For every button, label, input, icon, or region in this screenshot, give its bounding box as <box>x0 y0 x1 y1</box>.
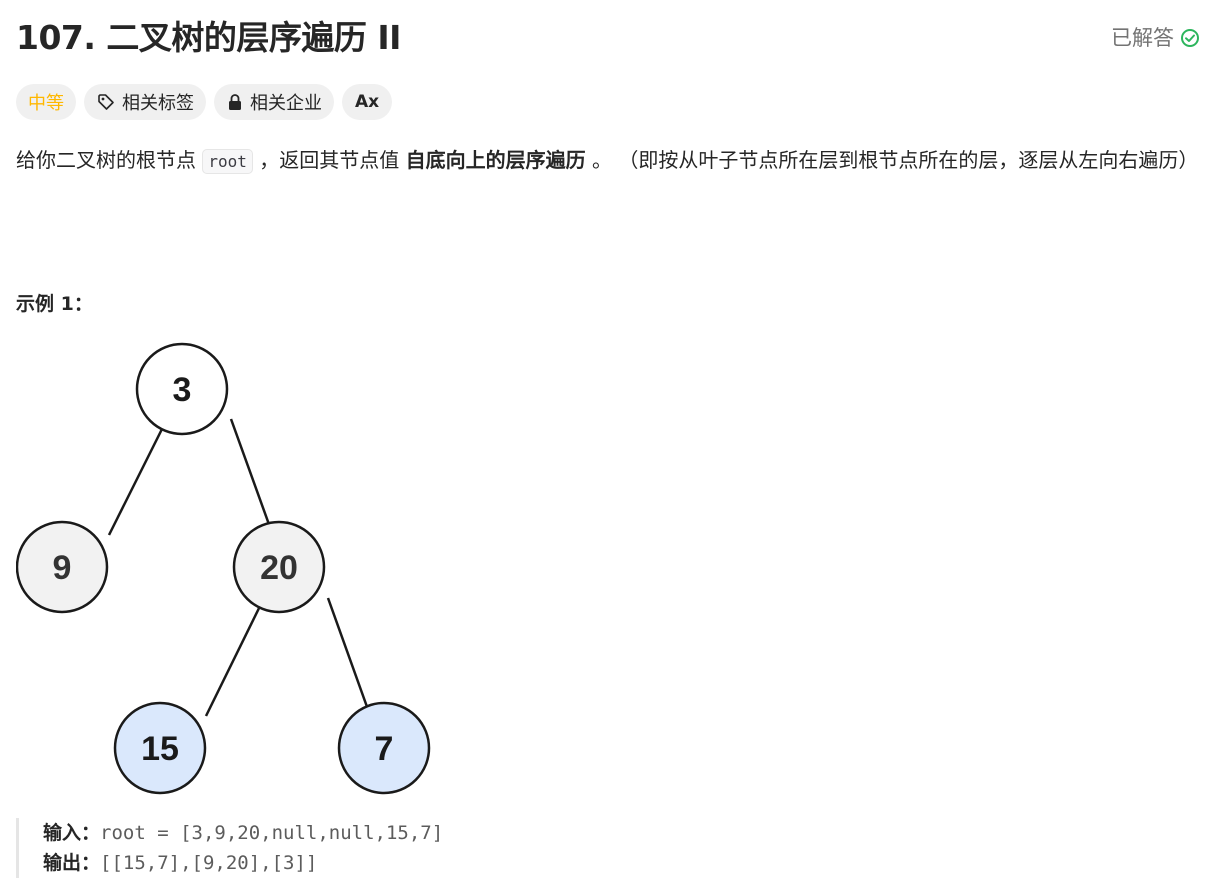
problem-description: 给你二叉树的根节点 root ，返回其节点值 自底向上的层序遍历 。 （即按从叶… <box>16 145 1200 177</box>
desc-text-2: ，返回其节点值 <box>252 148 406 172</box>
difficulty-badge: 中等 <box>16 84 76 120</box>
output-label: 输出： <box>43 852 101 874</box>
example-label: 示例 1： <box>16 293 93 315</box>
node-20 <box>232 520 326 614</box>
related-companies-button[interactable]: 相关企业 <box>214 84 334 120</box>
node-7 <box>337 701 431 795</box>
node-9 <box>16 520 109 614</box>
solved-status: 已解答 <box>1111 24 1200 52</box>
translate-icon: Ax <box>355 92 380 112</box>
related-companies-label: 相关企业 <box>250 93 322 114</box>
node-label-3: 3 <box>173 371 192 409</box>
check-circle-icon <box>1180 28 1200 48</box>
input-label: 输入： <box>43 822 101 844</box>
solved-label: 已解答 <box>1111 26 1174 50</box>
desc-bold: 自底向上的层序遍历 <box>405 148 586 172</box>
example-io-block: 输入：root = [3,9,20,null,null,15,7] 输出：[[1… <box>16 818 716 878</box>
desc-text-1: 给你二叉树的根节点 <box>16 148 203 172</box>
edge-20-7 <box>326 597 373 719</box>
code-root: root <box>202 149 253 174</box>
problem-title[interactable]: 107. 二叉树的层序遍历 II <box>16 18 401 57</box>
node-label-9: 9 <box>53 549 72 587</box>
tag-row: 中等 相关标签 相关企业 Ax <box>16 84 393 120</box>
edge-3-9 <box>107 418 169 536</box>
tag-icon <box>96 92 116 112</box>
difficulty-label: 中等 <box>28 93 64 114</box>
related-tags-button[interactable]: 相关标签 <box>84 84 206 120</box>
title-row: 107. 二叉树的层序遍历 II 已解答 <box>16 18 1200 62</box>
node-label-15: 15 <box>141 730 179 768</box>
input-line: 输入：root = [3,9,20,null,null,15,7] <box>43 818 716 848</box>
node-label-7: 7 <box>375 730 394 768</box>
lock-icon <box>226 93 244 111</box>
output-value: [[15,7],[9,20],[3]] <box>100 852 318 874</box>
translate-button[interactable]: Ax <box>342 84 393 120</box>
binary-tree-diagram: 3 9 20 15 7 <box>16 342 431 795</box>
edge-3-20 <box>229 418 273 531</box>
desc-text-3: 。 （即按从叶子节点所在层到根节点所在的层，逐层从左向右遍历） <box>585 148 1199 172</box>
output-line: 输出：[[15,7],[9,20],[3]] <box>43 848 716 878</box>
node-label-20: 20 <box>260 549 298 587</box>
node-15 <box>113 701 207 795</box>
related-tags-label: 相关标签 <box>122 93 194 114</box>
edge-20-15 <box>204 597 266 717</box>
input-value: root = [3,9,20,null,null,15,7] <box>100 822 444 844</box>
node-3 <box>135 342 229 436</box>
